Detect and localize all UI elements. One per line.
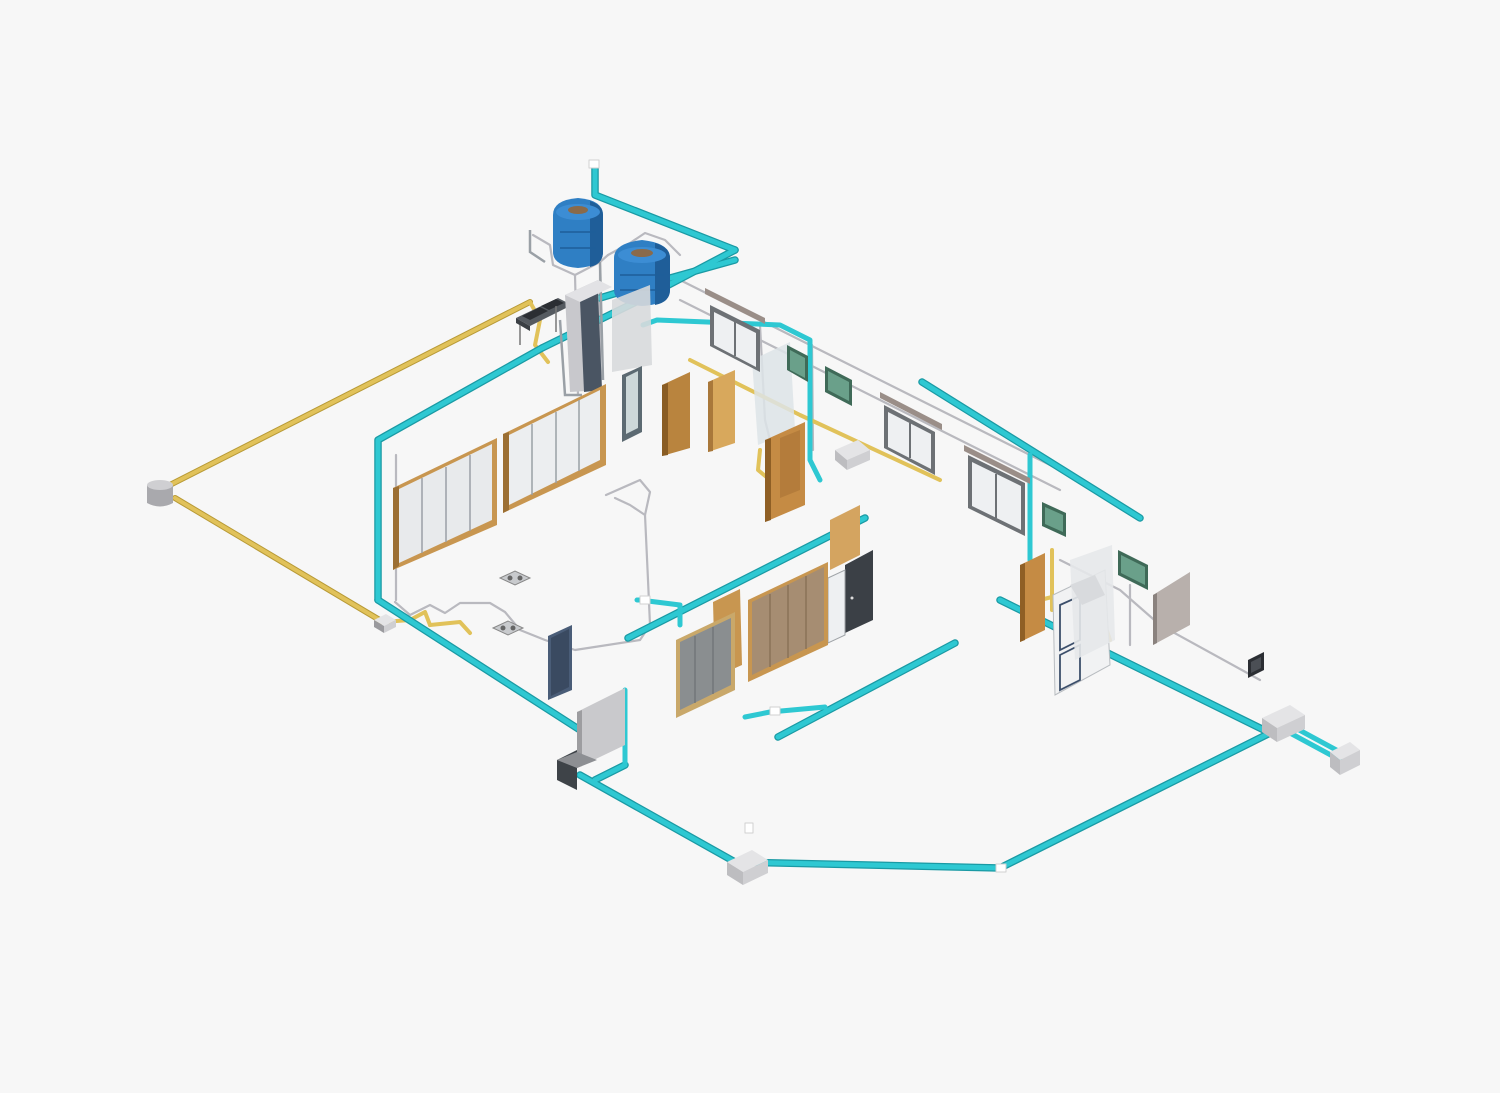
window-ne-small-2[interactable] xyxy=(825,366,852,406)
glass-partition-north[interactable] xyxy=(752,342,795,445)
sliding-door-center-2[interactable] xyxy=(748,562,828,682)
junction-box-roof[interactable] xyxy=(835,440,870,470)
pipe-elbow-fitting xyxy=(769,706,781,716)
conduit-floor-run[interactable] xyxy=(393,478,652,652)
water-panel-link[interactable] xyxy=(592,762,628,783)
drain-kitchen-branch[interactable] xyxy=(381,610,432,627)
kitchen-sink-unit[interactable] xyxy=(516,298,572,345)
conduit-floor-branch[interactable] xyxy=(613,496,647,517)
glass-door-center[interactable] xyxy=(827,569,846,644)
septic-tank[interactable] xyxy=(147,480,173,507)
water-east-main[interactable] xyxy=(732,730,1273,871)
pipe-elbow-fitting xyxy=(588,159,600,169)
water-center-run[interactable] xyxy=(625,515,868,641)
water-roof-stub[interactable] xyxy=(919,379,1143,521)
glass-door-north[interactable] xyxy=(622,366,642,442)
drain-main-west[interactable] xyxy=(173,496,385,624)
wood-door-north-2[interactable] xyxy=(708,370,735,452)
water-west-main[interactable] xyxy=(375,345,545,603)
bathroom-fixture-east[interactable] xyxy=(1070,575,1105,605)
sliding-door-center-1[interactable] xyxy=(676,612,735,718)
window-east-small-2[interactable] xyxy=(1118,550,1148,590)
window-ne-3[interactable] xyxy=(964,445,1030,536)
water-riser-roof[interactable] xyxy=(592,162,738,253)
water-tank-2[interactable] xyxy=(614,240,670,306)
window-ne-1[interactable] xyxy=(705,288,765,372)
junction-box-south[interactable] xyxy=(727,850,768,885)
junction-box-west[interactable] xyxy=(374,614,396,633)
water-tank-assembly xyxy=(528,198,670,397)
water-tank-1[interactable] xyxy=(553,198,603,268)
electrical-meter-box[interactable] xyxy=(1248,652,1264,678)
floor-drain-2[interactable] xyxy=(491,620,525,636)
drain-kitchen-branch-2[interactable] xyxy=(428,620,472,635)
window-ne-2[interactable] xyxy=(880,392,942,475)
water-lower-run[interactable] xyxy=(775,640,958,740)
floor-drain-1[interactable] xyxy=(498,570,532,586)
pipe-elbow-fitting xyxy=(744,822,754,834)
sliding-window-left-2[interactable] xyxy=(503,384,606,513)
distribution-panel[interactable] xyxy=(557,688,625,790)
utility-shaft xyxy=(565,280,652,392)
water-center-drop[interactable] xyxy=(634,597,683,628)
glass-door-east[interactable] xyxy=(1052,545,1115,696)
conduit-tank-ring[interactable] xyxy=(531,233,610,277)
water-wall-riser[interactable] xyxy=(640,317,823,483)
wood-door-east[interactable] xyxy=(1020,553,1045,642)
wood-panel-center[interactable] xyxy=(830,505,860,570)
junction-box-east[interactable] xyxy=(1262,705,1305,742)
wood-door-north-1[interactable] xyxy=(662,372,690,456)
wood-door-north-3[interactable] xyxy=(765,422,805,522)
junction-box-service[interactable] xyxy=(1330,742,1360,775)
water-south-main[interactable] xyxy=(375,597,583,733)
window-ne-small-1[interactable] xyxy=(787,345,808,382)
pipe-elbow-fitting xyxy=(639,595,651,605)
dark-door-center[interactable] xyxy=(845,550,873,633)
drain-main-north[interactable] xyxy=(158,300,532,492)
dark-door-floor[interactable] xyxy=(548,625,572,700)
window-east-small-1[interactable] xyxy=(1042,502,1066,537)
sliding-window-left-1[interactable] xyxy=(393,438,497,570)
wall-panel-east[interactable] xyxy=(1153,572,1190,645)
water-south-run[interactable] xyxy=(577,772,738,865)
pipe-elbow-fitting xyxy=(995,863,1007,873)
